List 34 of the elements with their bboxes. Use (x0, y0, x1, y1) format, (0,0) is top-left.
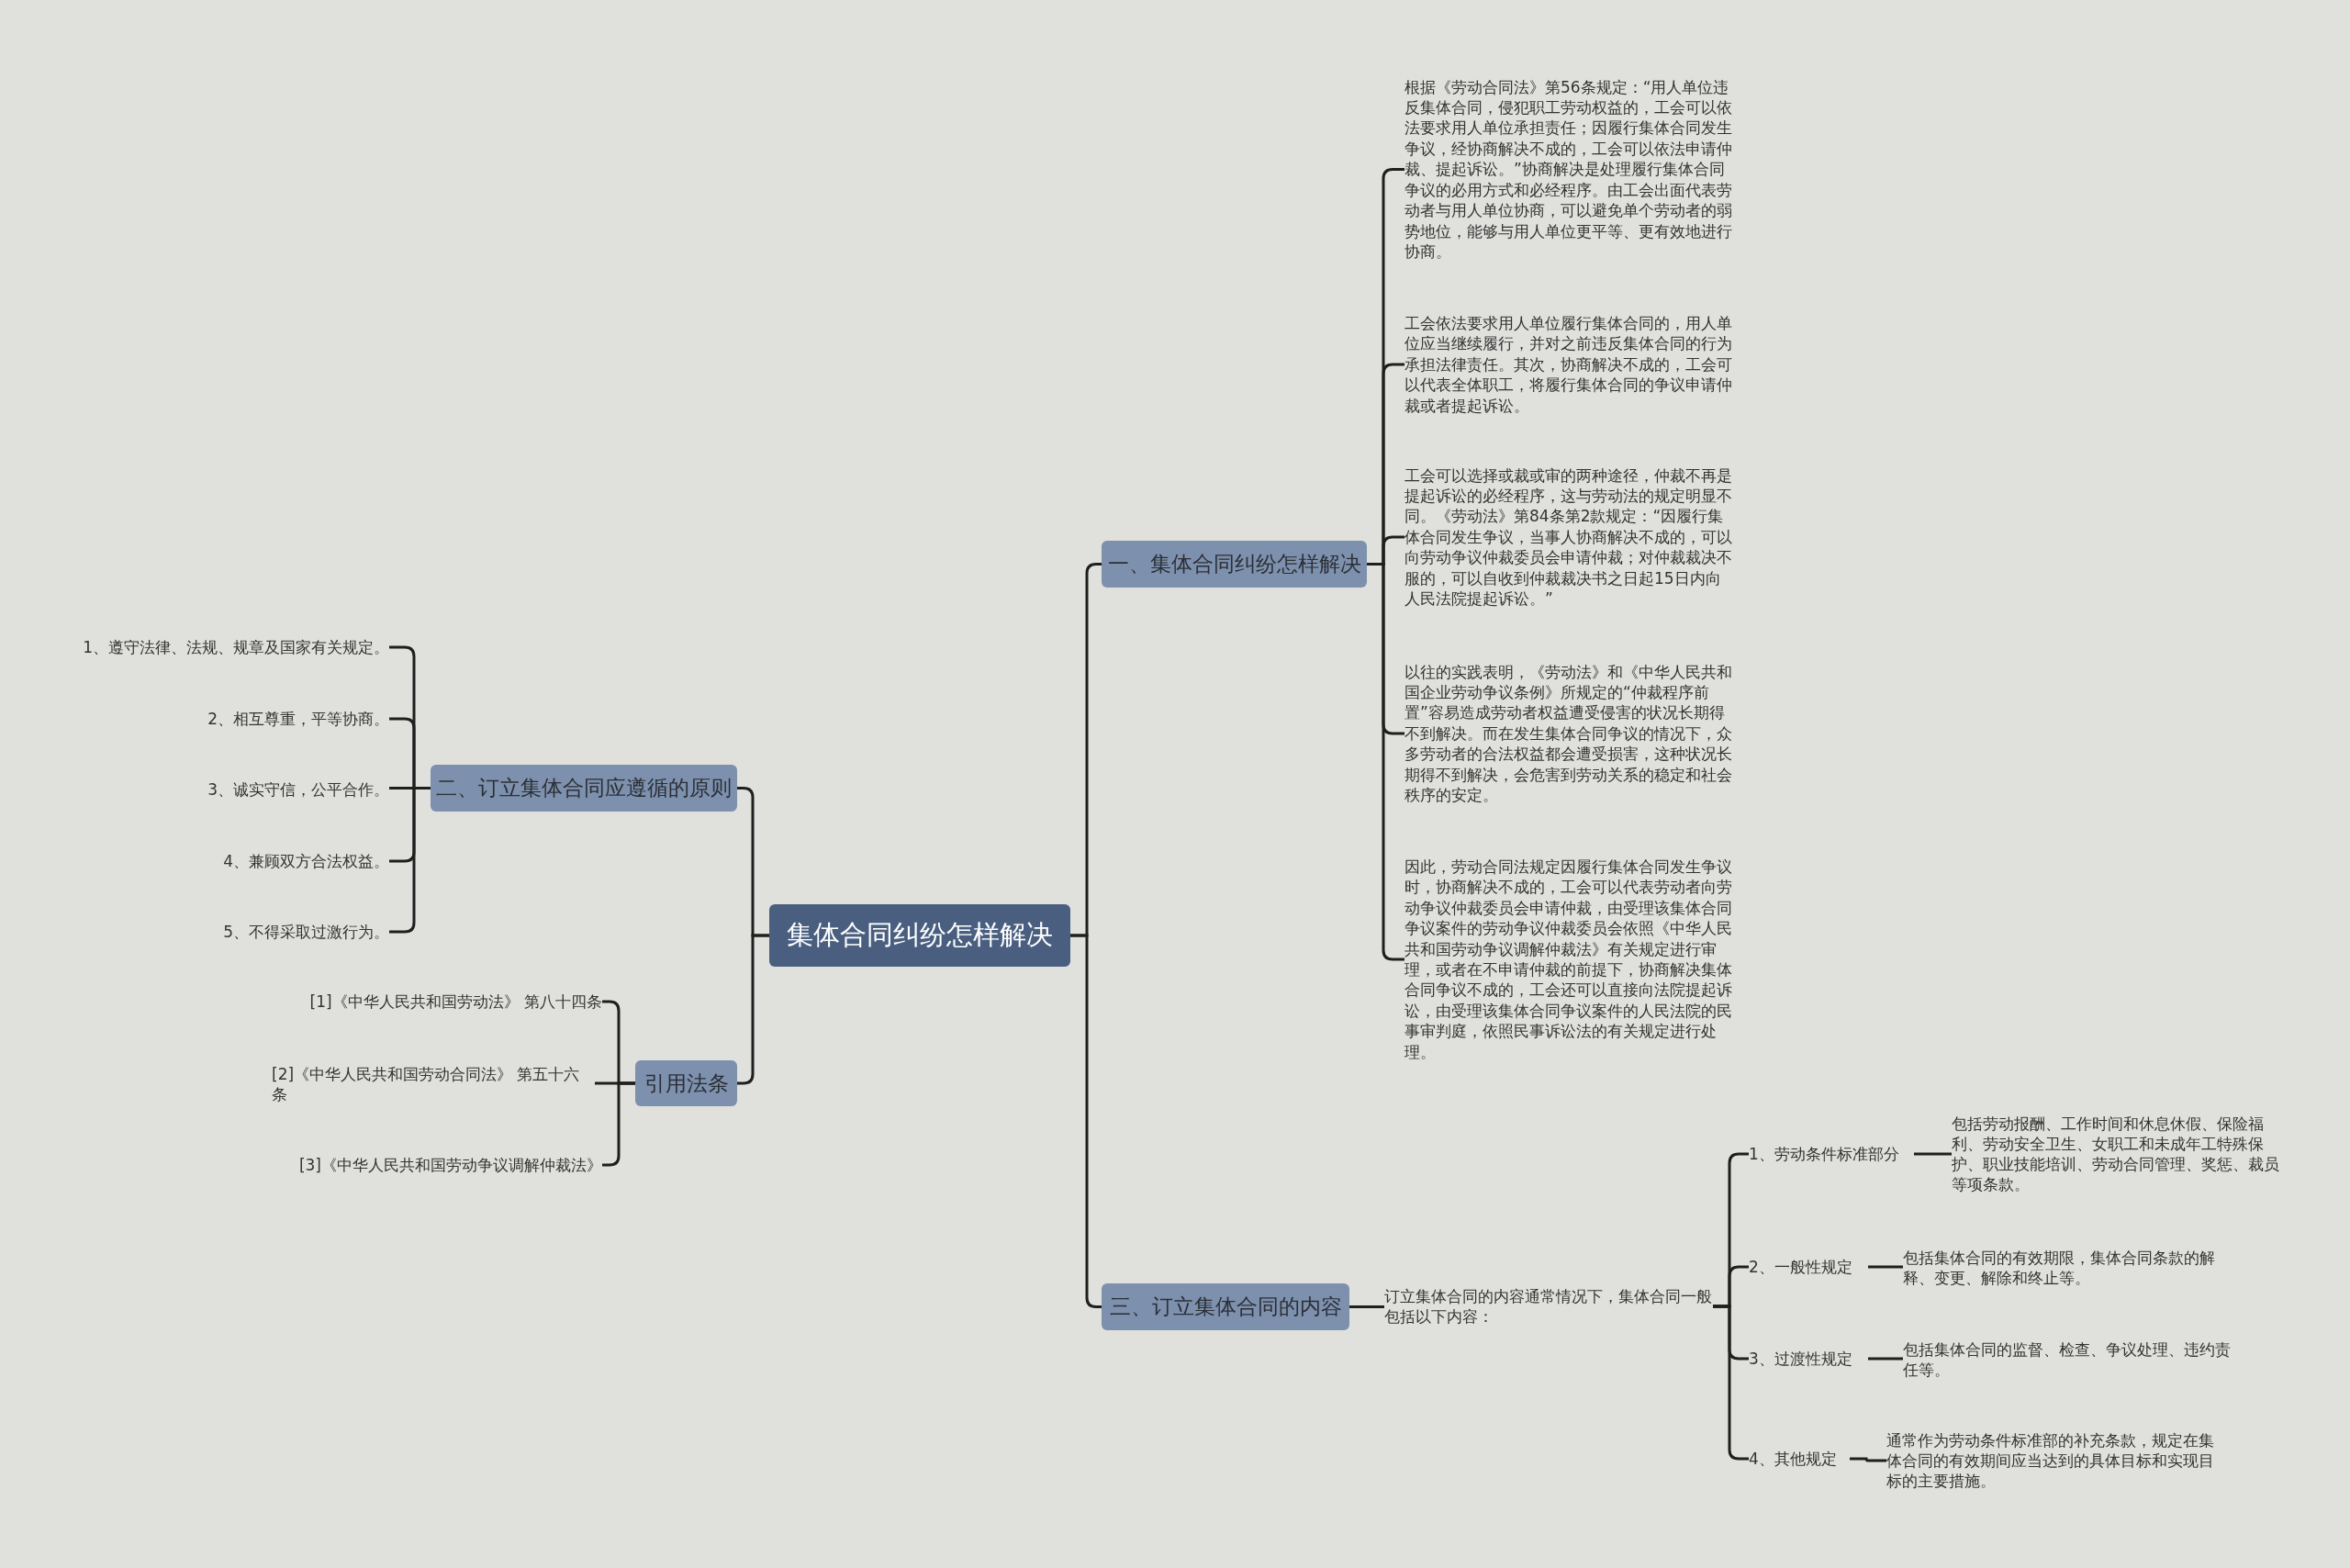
note-text: 以往的实践表明，《劳动法》和《中华人民共和国企业劳动争议条例》所规定的“仲裁程序前置”容易造成劳动者权益遭受侵害的状况长期得不到解决。而在发生集体合同争议的情况下，众多劳动者的合法权益都会遭受损害，这种状况长期得不到解决，会危害到劳动关系的稳定和社会秩序的安定。 (1404, 657, 1735, 810)
connector-line (1070, 934, 1102, 1308)
item-text: 2、一般性规定 (1749, 1255, 1868, 1279)
item-text: 5、不得采取过激行为。 (55, 920, 389, 944)
topic-box: 二、订立集体合同应遵循的原则 (431, 765, 737, 812)
topic-box: 一、集体合同纠纷怎样解决 (1102, 541, 1367, 588)
item-text: 3、诚实守信，公平合作。 (55, 778, 389, 801)
item-text: 包括劳动报酬、工作时间和休息休假、保险福利、劳动安全卫生、女职工和未成年工特殊保护、职业技能培训、劳动合同管理、奖惩、裁员等项条款。 (1952, 1112, 2282, 1196)
note-text: 工会可以选择或裁或审的两种途径，仲裁不再是提起诉讼的必经程序，这与劳动法的规定明显不同。《劳动法》第84条第2款规定：“因履行集体合同发生争议，当事人协商解决不成的，可以向劳动争议仲裁委员会申请仲裁；对仲裁裁决不服的，可以自收到仲裁裁决书之日起15日内向人民法院提起诉讼。” (1404, 463, 1735, 611)
connector-line (1367, 563, 1404, 961)
item-text: 订立集体合同的内容通常情况下，集体合同一般包括以下内容： (1384, 1283, 1713, 1329)
connector-line (1850, 1457, 1886, 1462)
item-text: [2]《中华人民共和国劳动合同法》 第五十六条 (272, 1062, 595, 1106)
topic-box: 引用法条 (635, 1060, 737, 1106)
item-text: [1]《中华人民共和国劳动法》 第八十四条 (275, 990, 602, 1014)
note-text: 根据《劳动合同法》第56条规定：“用人单位违反集体合同，侵犯职工劳动权益的，工会可以依法要求用人单位承担责任；因履行集体合同发生争议，经协商解决不成的，工会可以依法申请仲裁、提起诉讼。”协商解决是处理履行集体合同争议的必用方式和必经程序。由工会出面代表劳动者与用人单位协商，可以避免单个劳动者的弱势地位，能够与用人单位更平等、更有效地进行协商。 (1404, 75, 1735, 263)
item-text: 4、其他规定 (1749, 1447, 1850, 1471)
item-text: 3、过渡性规定 (1749, 1347, 1868, 1371)
item-text: 1、遵守法律、法规、规章及国家有关规定。 (55, 635, 389, 659)
connector-line (1868, 1357, 1903, 1361)
item-text: 4、兼顾双方合法权益。 (55, 849, 389, 873)
item-text: 1、劳动条件标准部分 (1749, 1142, 1914, 1166)
connector-line (1914, 1152, 1952, 1156)
item-text: 通常作为劳动条件标准部的补充条款，规定在集体合同的有效期间应当达到的具体目标和实现目标的主要措施。 (1886, 1428, 2217, 1493)
connector-line (1868, 1265, 1903, 1269)
item-text: [3]《中华人民共和国劳动争议调解仲裁法》 (275, 1153, 602, 1177)
note-text: 工会依法要求用人单位履行集体合同的，用人单位应当继续履行，并对之前违反集体合同的行为承担法律责任。其次，协商解决不成的，工会可以代表全体职工，将履行集体合同的争议申请仲裁或者提起诉讼。 (1404, 310, 1735, 419)
connector-line (1349, 1305, 1384, 1308)
central-topic-box: 集体合同纠纷怎样解决 (769, 904, 1070, 967)
item-text: 2、相互尊重，平等协商。 (55, 707, 389, 731)
topic-box: 三、订立集体合同的内容 (1102, 1283, 1349, 1330)
item-text: 包括集体合同的有效期限，集体合同条款的解释、变更、解除和终止等。 (1903, 1246, 2233, 1290)
item-text: 包括集体合同的监督、检查、争议处理、违约责任等。 (1903, 1338, 2233, 1382)
note-text: 因此，劳动合同法规定因履行集体合同发生争议时，协商解决不成的，工会可以代表劳动者向劳动争议仲裁委员会申请仲裁，由受理该集体合同争议案件的劳动争议仲裁委员会依照《中华人民共和国劳动争议调解仲裁法》有关规定进行审理，或者在不申请仲裁的前提下，协商解决集体合同争议不成的，工会还可以直接向法院提起诉讼，由受理该集体合同争议案件的人民法院的民事审判庭，依照民事诉讼法的有关规定进行处理。 (1404, 853, 1735, 1066)
